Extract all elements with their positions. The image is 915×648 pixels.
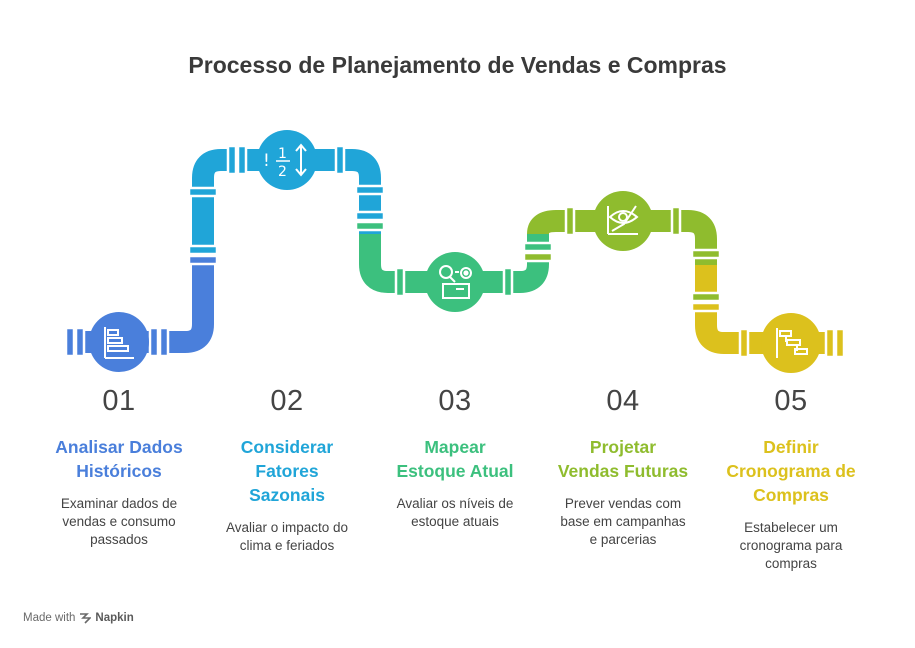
svg-text:2: 2 [278,164,287,180]
schedule-chart-icon [776,328,808,358]
page-title: Processo de Planejamento de Vendas e Com… [188,52,727,78]
footer-brand: Napkin [95,612,134,624]
pipe-segment-5 [695,265,845,354]
step-description: Examinar dados de vendas e consumo passa… [60,496,178,547]
step-2: 02 Considerar Fatores Sazonais Avaliar o… [212,385,362,555]
step-title: Analisar Dados Históricos [55,437,183,481]
step-node-2: ! 1 2 [257,130,317,190]
pipe-segment-1 [68,250,214,353]
step-number: 01 [102,385,136,417]
step-node-5 [761,313,821,373]
step-3: 03 Mapear Estoque Atual Avaliar os nívei… [380,385,530,531]
step-4: 04 Projetar Vendas Futuras Prever vendas… [548,385,698,549]
pipe-segment-4 [527,210,717,265]
made-with-napkin-footer: Made with Napkin [23,612,134,624]
svg-text:1: 1 [278,146,287,162]
step-5: 05 Definir Cronograma de Compras Estabel… [716,385,866,573]
step-description: Avaliar os níveis de estoque atuais [396,496,514,529]
step-number: 03 [438,385,472,417]
step-1: 01 Analisar Dados Históricos Examinar da… [44,385,194,549]
step-number: 02 [270,385,304,417]
step-title: Projetar Vendas Futuras [557,437,689,481]
forecast-eye-icon [607,205,639,235]
footer-made-with: Made with [23,612,76,624]
step-number: 04 [606,385,640,417]
step-description: Estabelecer um cronograma para compras [739,520,843,571]
step-node-4 [593,191,653,251]
step-node-1 [89,312,149,372]
step-title: Considerar Fatores Sazonais [240,437,334,505]
napkin-logo-icon [80,613,92,624]
svg-text:!: ! [263,151,270,171]
step-node-3 [425,252,485,312]
inventory-search-icon [439,265,472,299]
step-title: Definir Cronograma de Compras [726,437,856,505]
step-title: Mapear Estoque Atual [396,437,514,481]
step-description: Avaliar o impacto do clima e feriados [225,520,349,553]
step-number: 05 [774,385,808,417]
gantt-chart-icon [104,327,134,359]
sort-numbers-icon: ! 1 2 [263,143,307,180]
step-description: Prever vendas com base em campanhas e pa… [560,496,686,547]
